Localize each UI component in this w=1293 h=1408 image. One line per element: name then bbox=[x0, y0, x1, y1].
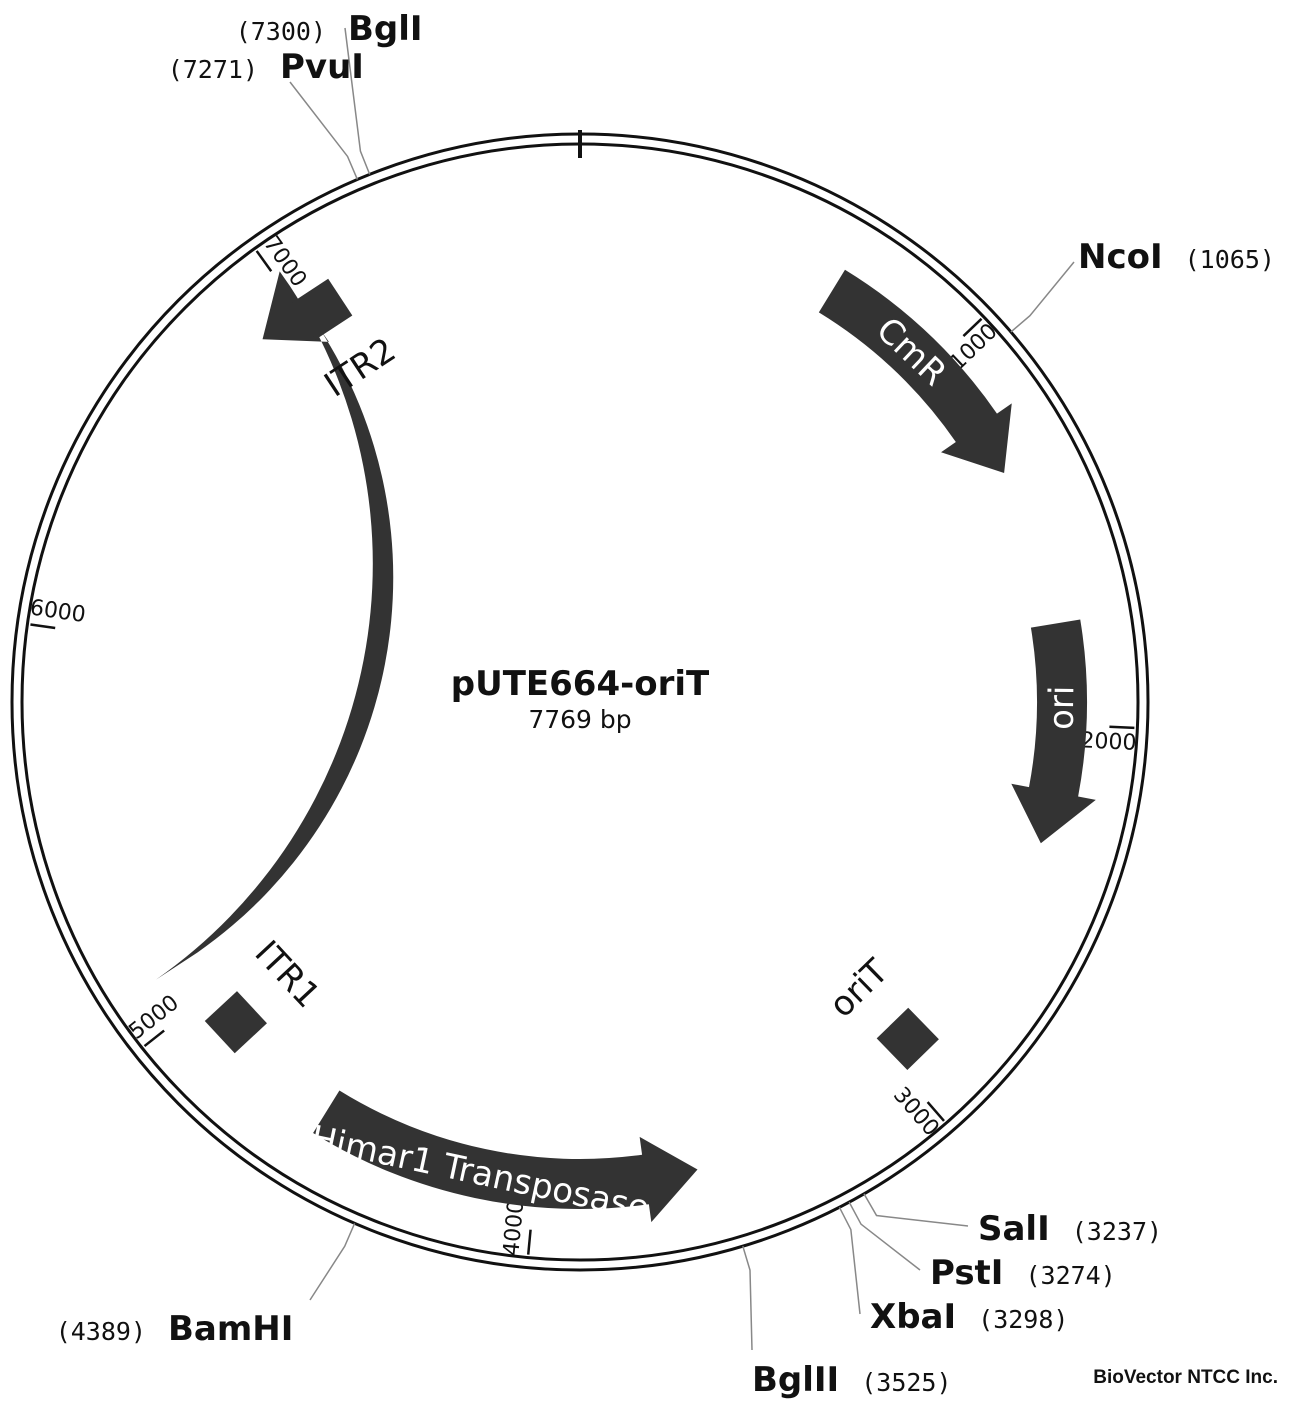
plasmid-name: pUTE664-oriT bbox=[451, 664, 710, 704]
ori-label: ori bbox=[1042, 685, 1083, 730]
xbai-site-position: (3298) bbox=[978, 1305, 1068, 1334]
bglii-site-position: (3525) bbox=[861, 1368, 951, 1397]
pvui-site-name: PvuI bbox=[280, 47, 364, 87]
ncoi-leader bbox=[1010, 261, 1075, 333]
bamhi-site-name: BamHI bbox=[168, 1309, 293, 1349]
tick-mark bbox=[1109, 725, 1135, 730]
tick-mark bbox=[962, 317, 983, 337]
tick-mark bbox=[30, 623, 56, 630]
tick-label: 5000 bbox=[124, 990, 183, 1044]
psti-site-name: PstI bbox=[930, 1253, 1003, 1293]
cmr-arrow bbox=[818, 269, 1012, 473]
credit-label: BioVector NTCC Inc. bbox=[1093, 1367, 1278, 1388]
bglii-leader bbox=[742, 1245, 753, 1351]
bamhi-leader bbox=[309, 1223, 356, 1301]
tick-label: 2000 bbox=[1080, 728, 1137, 756]
orit-label: oriT bbox=[822, 951, 897, 1025]
itr2-label: ITR2 bbox=[318, 330, 404, 405]
tick-label: 6000 bbox=[28, 595, 87, 628]
bgli-leader bbox=[344, 27, 371, 175]
itr2-box bbox=[291, 278, 353, 340]
bgli-site-position: (7300) bbox=[236, 17, 326, 46]
tick-mark bbox=[255, 250, 273, 272]
pvui-site-position: (7271) bbox=[168, 55, 258, 84]
sali-site-name: SalI bbox=[978, 1209, 1050, 1249]
tick-mark bbox=[526, 1229, 532, 1255]
bamhi-site-position: (4389) bbox=[56, 1317, 146, 1346]
tick-mark bbox=[143, 1029, 165, 1048]
restriction-sites: BglI (7300)PvuI (7271) NcoI (1065) SalI (3237)… bbox=[56, 9, 1275, 1400]
ncoi-site-position: (1065) bbox=[1185, 245, 1275, 274]
bglii-site-name: BglII bbox=[752, 1360, 839, 1400]
orit-box bbox=[876, 1007, 939, 1070]
kmr-label: KmR bbox=[80, 568, 134, 653]
itr1-label: ITR1 bbox=[247, 933, 328, 1016]
bgli-site-name: BglI bbox=[348, 9, 423, 49]
tick-label: 4000 bbox=[499, 1199, 529, 1257]
plasmid-size: 7769 bp bbox=[528, 705, 631, 734]
xbai-leader bbox=[838, 1206, 861, 1315]
sali-site-position: (3237) bbox=[1072, 1217, 1162, 1246]
ncoi-site-name: NcoI bbox=[1078, 237, 1163, 277]
tick-mark bbox=[926, 1101, 945, 1122]
sali-leader bbox=[863, 1193, 969, 1227]
ori-arrow bbox=[1011, 619, 1096, 844]
kmr-arrow bbox=[155, 271, 394, 980]
xbai-site-name: XbaI bbox=[870, 1297, 956, 1337]
psti-site-position: (3274) bbox=[1025, 1261, 1115, 1290]
itr1-box bbox=[204, 991, 267, 1054]
psti-leader bbox=[848, 1201, 921, 1271]
himar1-transposase-arrow bbox=[313, 1090, 698, 1223]
pvui-leader bbox=[289, 81, 359, 180]
